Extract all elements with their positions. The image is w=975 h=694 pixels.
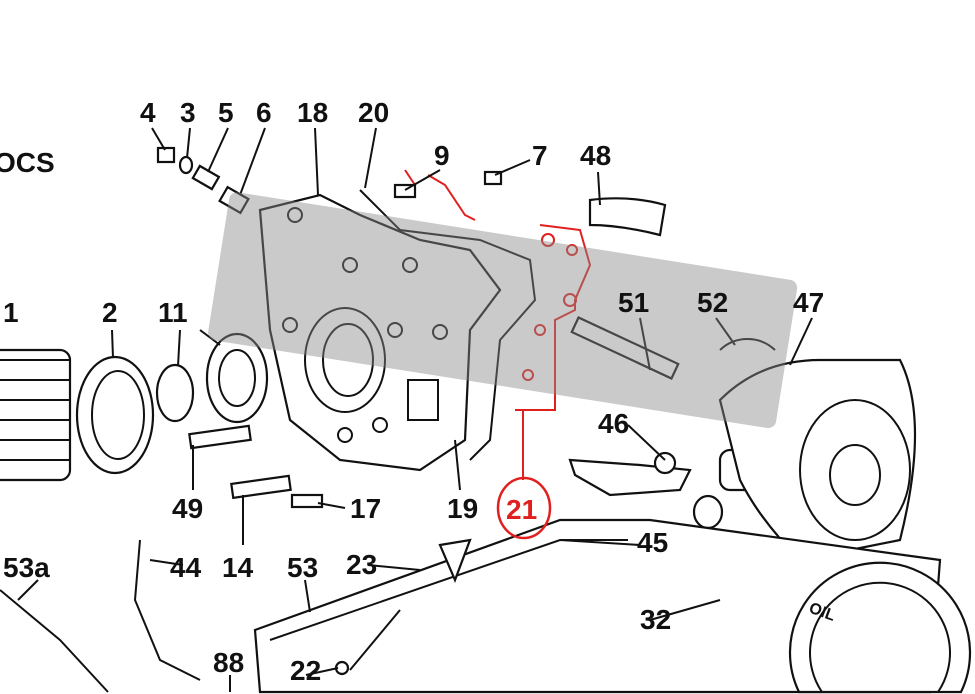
label-9: 9 <box>434 140 450 171</box>
part-47-housing <box>718 358 917 562</box>
label-44: 44 <box>170 552 202 583</box>
part-2-seal <box>75 355 155 475</box>
label-49: 49 <box>172 493 203 524</box>
part-1-sprocket <box>0 348 72 482</box>
label-4: 4 <box>140 97 156 128</box>
leader-lines <box>17 127 813 692</box>
label-23: 23 <box>346 549 377 580</box>
label-19: 19 <box>447 493 478 524</box>
label-18: 18 <box>297 97 328 128</box>
label-22: 22 <box>290 655 321 686</box>
label-2: 2 <box>102 297 118 328</box>
label-53a: 53a <box>3 552 50 583</box>
part-labels: OCS 4 3 5 6 18 20 9 7 48 1 2 11 51 52 47… <box>0 97 824 686</box>
title-fragment: OCS <box>0 147 55 178</box>
label-20: 20 <box>358 97 389 128</box>
highlight-circle <box>496 476 552 540</box>
label-21: 21 <box>506 494 537 525</box>
label-17: 17 <box>350 493 381 524</box>
part-20-gasket <box>359 189 537 461</box>
label-53: 53 <box>287 552 318 583</box>
label-5: 5 <box>218 97 234 128</box>
label-14: 14 <box>222 552 254 583</box>
label-48: 48 <box>580 140 611 171</box>
label-47: 47 <box>793 287 824 318</box>
label-3: 3 <box>180 97 196 128</box>
oil-filter: OIL <box>788 561 972 694</box>
part-11-gears <box>155 332 269 424</box>
label-32: 32 <box>640 604 671 635</box>
label-88: 88 <box>213 647 244 678</box>
label-7: 7 <box>532 140 548 171</box>
label-52: 52 <box>697 287 728 318</box>
label-46: 46 <box>598 408 629 439</box>
label-6: 6 <box>256 97 272 128</box>
small-fasteners <box>156 146 787 596</box>
watermark <box>208 192 798 429</box>
part-21-highlighted-gasket <box>404 169 592 480</box>
label-51: 51 <box>618 287 649 318</box>
part-18-oil-pump-body <box>258 193 502 472</box>
label-45: 45 <box>637 527 668 558</box>
label-1: 1 <box>3 297 19 328</box>
label-11: 11 <box>158 297 188 328</box>
